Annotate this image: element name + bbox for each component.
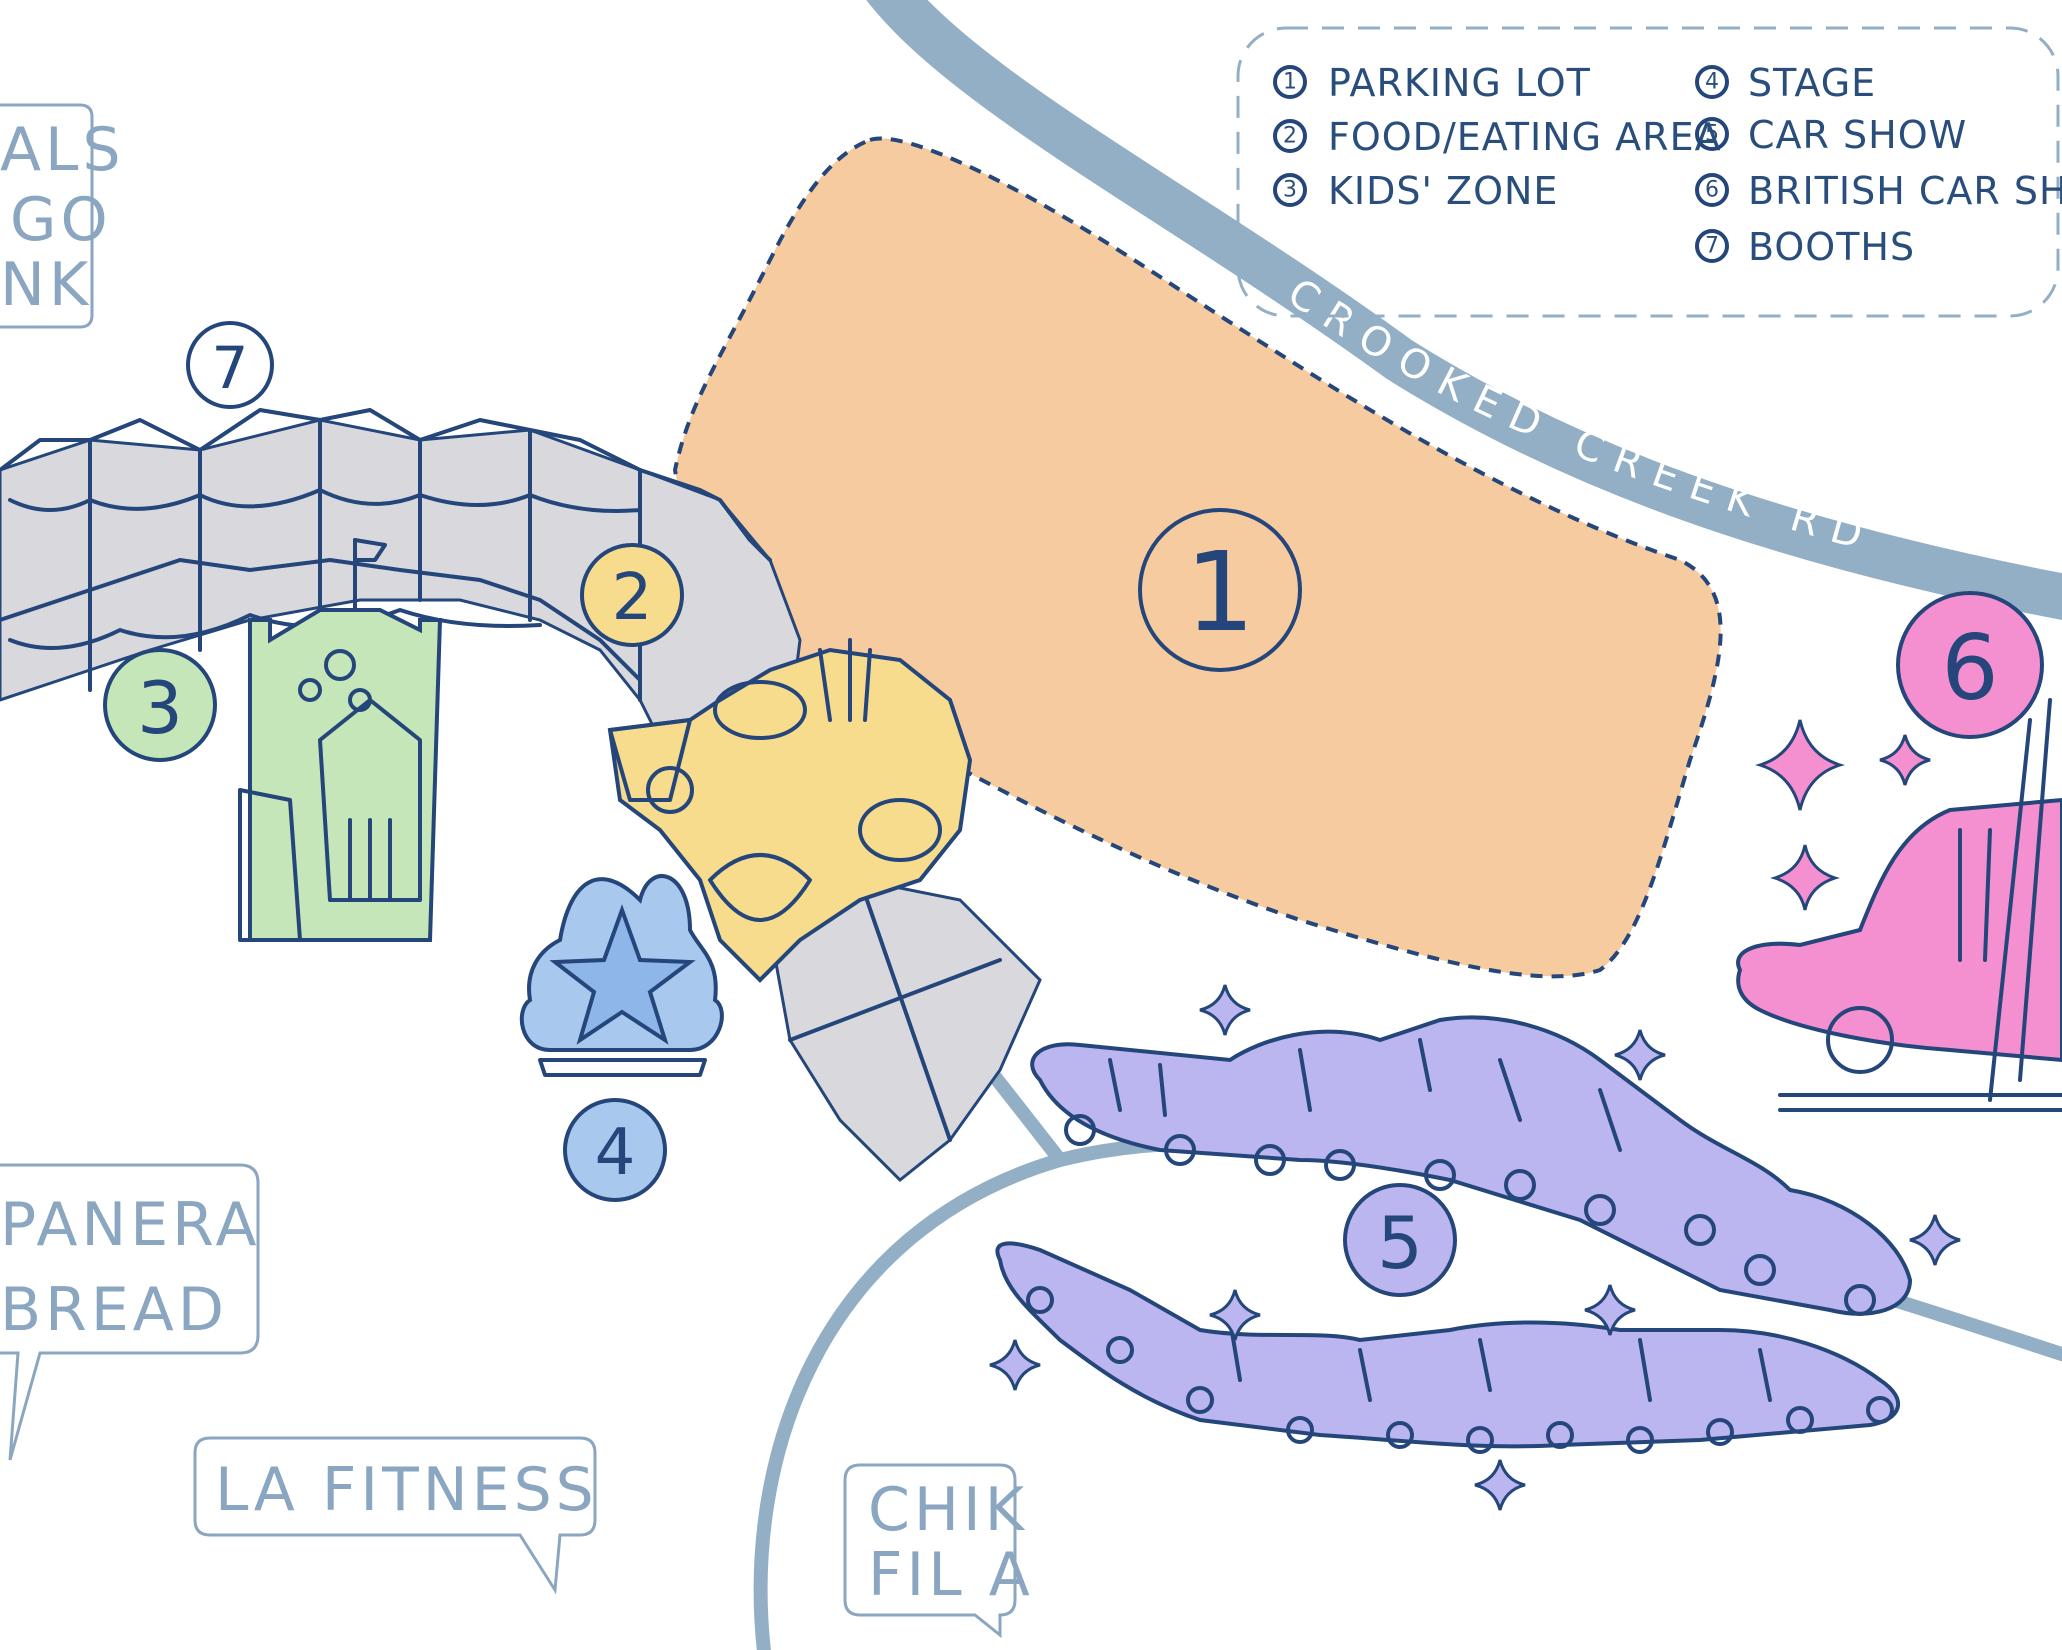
parking-lot: 1 [672, 136, 1723, 979]
legend-item-2: 2 FOOD/EATING AREA [1273, 115, 1722, 159]
food-cluster [607, 647, 973, 983]
legend-item-1: 1 PARKING LOT [1273, 61, 1591, 105]
sparkles [989, 984, 1961, 1511]
food-area: 2 [580, 543, 973, 983]
legend-label-car-show: CAR SHOW [1748, 113, 1967, 157]
svg-text:3: 3 [1283, 178, 1297, 203]
stage-star [549, 904, 696, 1045]
sign-chikfila-line2: FIL A [868, 1540, 1034, 1610]
sparkle-icon [1909, 1214, 1961, 1266]
playground [248, 608, 443, 942]
booths-lower [768, 878, 1042, 1183]
sparkle-icon [1754, 719, 1846, 811]
sparkle-icon [1209, 1289, 1261, 1341]
car-wheels [1026, 1114, 1894, 1454]
legend-item-3: KIDS' ZONE 3 [1273, 169, 1558, 213]
legend-item-6: 6 BRITISH CAR SHOW [1695, 169, 2062, 213]
legend-item-5: 5 CAR SHOW [1695, 113, 1967, 157]
zone-4-label: 4 [595, 1116, 636, 1190]
zone-2-label: 2 [612, 561, 653, 635]
car-row-lower [995, 1241, 1901, 1449]
sign-top-left-line3: NK [0, 250, 92, 320]
legend-label-kids: KIDS' ZONE [1328, 169, 1558, 213]
svg-text:1: 1 [1283, 70, 1297, 95]
zone-3-label: 3 [137, 666, 183, 750]
sparkle-icon [1614, 1029, 1666, 1081]
sign-top-left-line1: ALS [0, 115, 125, 185]
sparkle-icon [1199, 984, 1251, 1036]
sparkle-icon [1474, 1459, 1526, 1511]
sign-panera-line1: PANERA [0, 1190, 260, 1260]
legend: 1 PARKING LOT 2 FOOD/EATING AREA KIDS' Z… [1236, 26, 2062, 318]
legend-item-7: 7 BOOTHS [1695, 225, 1915, 269]
zone-1-label: 1 [1185, 528, 1255, 656]
sparkle-icon [1584, 1284, 1636, 1336]
sign-top-left: ALS GO NK [0, 103, 125, 329]
british-car [1736, 797, 2062, 1063]
sign-chikfila-line1: CHIK [868, 1475, 1028, 1545]
zone-6-label: 6 [1941, 616, 1998, 721]
zone-5-label: 5 [1377, 1201, 1423, 1285]
sparkles-pink [1754, 719, 1931, 911]
legend-item-4: 4 STAGE [1695, 61, 1876, 105]
legend-box [1236, 26, 2060, 318]
svg-text:5: 5 [1705, 122, 1719, 147]
legend-label-food: FOOD/EATING AREA [1328, 115, 1722, 159]
car-row-upper [1030, 1015, 1913, 1316]
stage: 4 [519, 874, 724, 1202]
sign-panera-bread: PANERA BREAD [0, 1163, 260, 1461]
legend-label-parking: PARKING LOT [1328, 61, 1591, 105]
sign-chik-fil-a: CHIK FIL A [843, 1463, 1034, 1639]
svg-text:4: 4 [1705, 70, 1719, 95]
car-show: 5 [995, 1015, 1913, 1454]
parking-lot-area [672, 136, 1723, 979]
sparkle-icon [1879, 734, 1931, 786]
sign-la-fitness-label: LA FITNESS [215, 1455, 598, 1525]
sign-la-fitness: LA FITNESS [193, 1436, 598, 1595]
legend-label-stage: STAGE [1748, 61, 1876, 105]
sign-top-left-line2: GO [10, 185, 112, 255]
svg-text:2: 2 [1283, 124, 1297, 149]
kids-zone: 3 [103, 538, 443, 942]
crooked-creek-road [866, 0, 2062, 620]
sign-panera-line2: BREAD [0, 1275, 228, 1345]
svg-text:6: 6 [1705, 178, 1719, 203]
sparkle-icon [989, 1339, 1041, 1391]
legend-label-booths: BOOTHS [1748, 225, 1915, 269]
british-car-show: 6 [1736, 591, 2062, 1112]
zone-7-label: 7 [212, 334, 249, 402]
sparkle-icon [1770, 844, 1840, 911]
booths: 7 [0, 321, 1042, 1183]
svg-text:7: 7 [1705, 234, 1719, 259]
legend-label-british-car-show: BRITISH CAR SHOW [1748, 169, 2062, 213]
